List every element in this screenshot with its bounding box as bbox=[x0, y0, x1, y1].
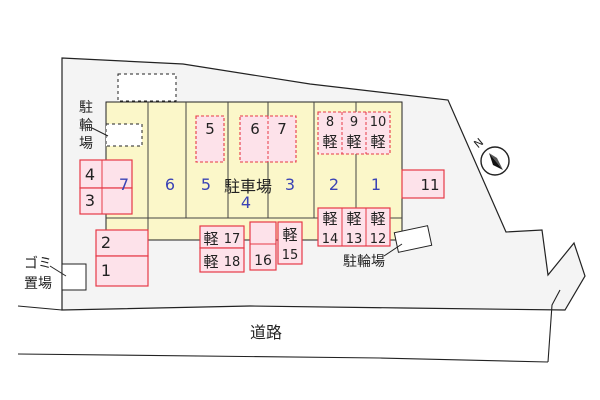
space-13-label: 13 bbox=[346, 232, 363, 247]
space-16: 16 bbox=[249, 221, 277, 271]
space-1-label: 1 bbox=[101, 261, 111, 280]
space-15-label: 15 bbox=[282, 248, 299, 263]
bicycle-parking-label-1: 駐 輪 場 bbox=[79, 100, 93, 152]
space-17-18: 軽 17 軽 18 bbox=[199, 225, 245, 273]
bicycle-parking-box-1 bbox=[105, 123, 143, 147]
space-3: 3 bbox=[79, 187, 133, 215]
space-10-kei: 軽 bbox=[370, 133, 385, 151]
space-7-label: 7 bbox=[277, 120, 287, 138]
space-14-13-12: 軽 軽 軽 14 13 12 bbox=[317, 207, 391, 247]
bicycle-parking-char-1: 駐 bbox=[79, 100, 93, 116]
space-14-label: 14 bbox=[322, 232, 339, 247]
space-12-label: 12 bbox=[370, 232, 387, 247]
lot-number-6: 6 bbox=[165, 175, 175, 194]
space-8-label: 8 bbox=[326, 115, 334, 130]
garbage-label-line-1: ゴミ bbox=[24, 255, 52, 272]
space-8-kei: 軽 bbox=[322, 133, 337, 151]
garbage-leader bbox=[49, 265, 67, 277]
space-4-label: 4 bbox=[85, 165, 95, 184]
space-9-kei: 軽 bbox=[346, 133, 361, 151]
space-10-label: 10 bbox=[370, 115, 387, 130]
lot-number-2: 2 bbox=[329, 175, 339, 194]
road-edge-left bbox=[17, 305, 63, 311]
space-1: 1 bbox=[95, 255, 149, 287]
space-17-kei: 軽 bbox=[203, 230, 218, 248]
bicycle-parking-char-3: 場 bbox=[79, 136, 93, 152]
garbage-label-line-2: 置場 bbox=[24, 276, 52, 292]
space-3-label: 3 bbox=[85, 191, 95, 210]
bicycle-parking-label-2: 駐輪場 bbox=[343, 253, 385, 270]
lot-number-1: 1 bbox=[371, 175, 381, 194]
space-6-7: 6 7 bbox=[239, 115, 297, 163]
lot-number-4: 4 bbox=[241, 193, 251, 212]
space-18-kei: 軽 bbox=[203, 253, 218, 271]
space-5-label: 5 bbox=[205, 120, 215, 138]
lot-number-5: 5 bbox=[201, 175, 211, 194]
space-2: 2 bbox=[95, 229, 149, 257]
road-edge-right bbox=[547, 289, 561, 363]
bicycle-parking-leader-2 bbox=[383, 243, 403, 257]
space-9-label: 9 bbox=[350, 115, 358, 130]
dashed-structure bbox=[117, 73, 177, 102]
space-18-label: 18 bbox=[224, 255, 241, 270]
lot-number-7: 7 bbox=[119, 175, 129, 194]
space-6-label: 6 bbox=[250, 120, 260, 138]
garbage-box bbox=[61, 263, 87, 291]
space-14-kei: 軽 bbox=[322, 210, 337, 228]
space-15: 軽 15 bbox=[277, 221, 303, 265]
space-8-9-10: 8 9 10 軽 軽 軽 bbox=[317, 111, 391, 155]
space-17-label: 17 bbox=[224, 232, 241, 247]
space-5: 5 bbox=[195, 115, 225, 163]
parking-lot-label: 駐車場 bbox=[224, 177, 272, 196]
space-15-kei: 軽 bbox=[282, 226, 297, 244]
lot-number-3: 3 bbox=[285, 175, 295, 194]
space-11-label: 11 bbox=[420, 176, 439, 194]
space-16-label: 16 bbox=[254, 253, 272, 269]
bicycle-parking-char-2: 輪 bbox=[79, 117, 93, 134]
lot-numbers: 7 6 5 4 3 2 1 bbox=[119, 175, 381, 212]
bicycle-parking-leader-1 bbox=[91, 127, 109, 137]
road-label: 道路 bbox=[250, 323, 282, 342]
space-12-kei: 軽 bbox=[370, 210, 385, 228]
space-11: 11 bbox=[401, 169, 445, 199]
road-edge-lower bbox=[17, 353, 549, 363]
space-2-label: 2 bbox=[101, 233, 111, 252]
space-13-kei: 軽 bbox=[346, 210, 361, 228]
north-label: N bbox=[471, 136, 486, 151]
bicycle-parking-box-2 bbox=[393, 225, 433, 253]
